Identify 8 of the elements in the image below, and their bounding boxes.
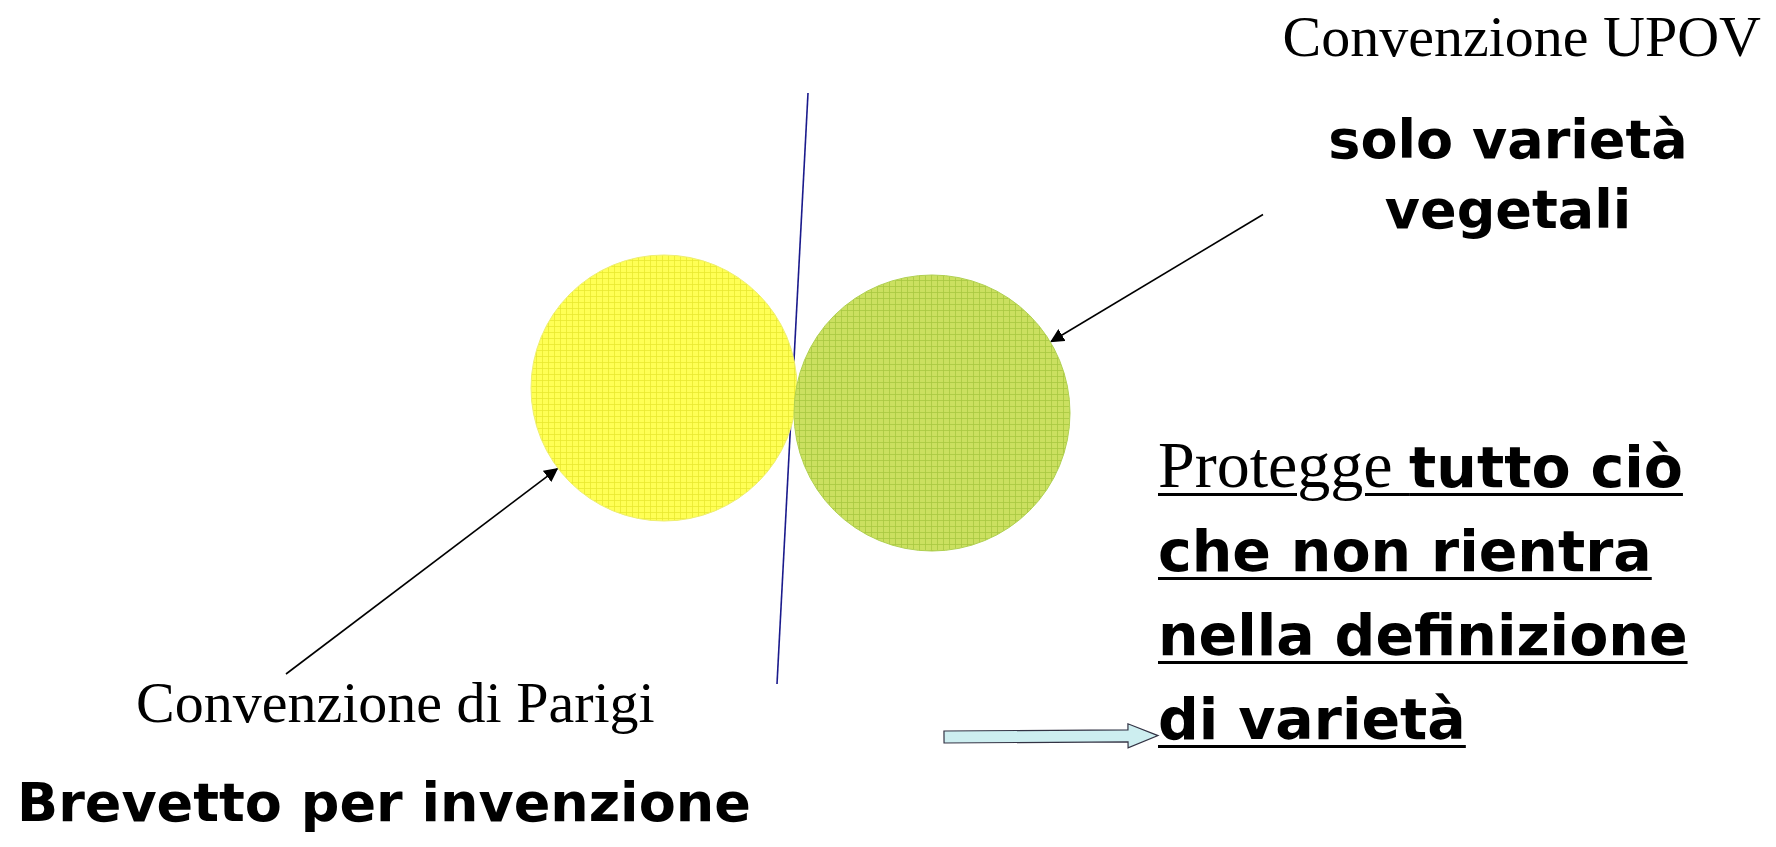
caption-text: Convenzione di Parigi bbox=[136, 674, 656, 732]
heading-text: Convenzione UPOV bbox=[1281, 8, 1761, 66]
arrow bbox=[285, 468, 559, 675]
annotation-text: solo varietà vegetali bbox=[1327, 107, 1689, 244]
statement-text: Protegge tutto ciò che non rientra nella definizione di varietà bbox=[1158, 427, 1689, 754]
block-arrow bbox=[943, 722, 1160, 749]
caption-text: Brevetto per invenzione bbox=[17, 770, 752, 836]
arrow bbox=[1050, 213, 1264, 343]
